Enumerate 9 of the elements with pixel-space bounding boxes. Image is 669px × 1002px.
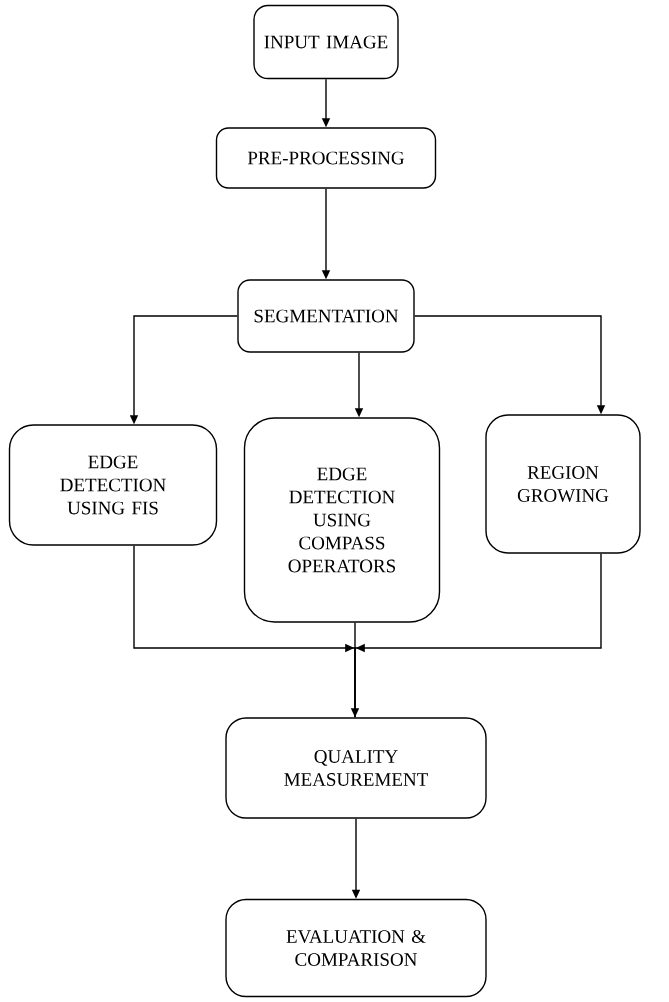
process-box: INPUT IMAGE	[253, 4, 399, 80]
process-box: PRE-PROCESSING	[215, 127, 437, 189]
process-box: SEGMENTATION	[237, 279, 415, 353]
process-box: QUALITY MEASUREMENT	[225, 717, 487, 819]
arrow	[354, 553, 602, 718]
process-box: REGION GROWING	[485, 414, 641, 554]
process-box: EVALUATION & COMPARISON	[225, 898, 487, 998]
process-box: EDGE DETECTION USING COMPASS OPERATORS	[243, 417, 441, 623]
process-box: EDGE DETECTION USING FIS	[8, 424, 218, 546]
